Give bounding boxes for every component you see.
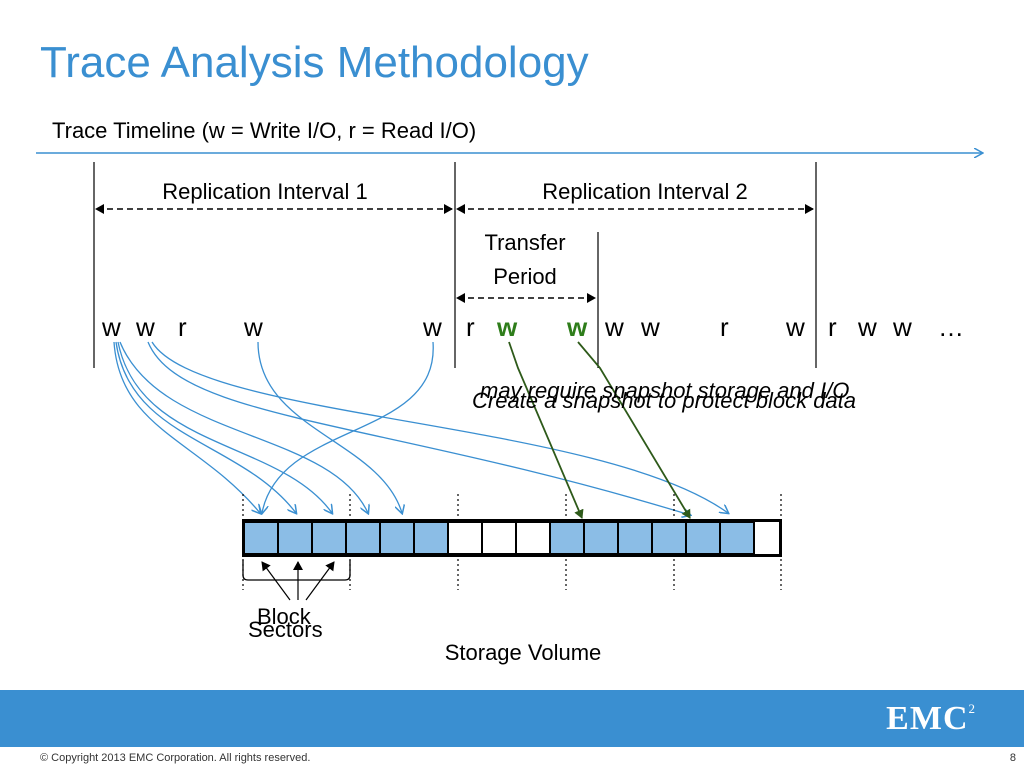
- page-number: 8: [1009, 752, 1016, 764]
- snapshot-note-1: may require snapshot storage and I/O: [480, 378, 850, 403]
- emc-logo: EMC2: [886, 700, 976, 737]
- io-curve: [119, 341, 368, 513]
- storage-volume-outline: [242, 519, 782, 557]
- transfer-label-2: Period: [493, 264, 557, 289]
- write-io: w: [858, 312, 877, 342]
- write-io: w: [605, 312, 624, 342]
- io-curve: [115, 341, 296, 513]
- write-io: w: [423, 312, 442, 342]
- snapshot-note-2: Create a snapshot to protect block data: [472, 388, 857, 413]
- interval-2-label: Replication Interval 2: [542, 179, 748, 204]
- read-io: r: [720, 312, 729, 342]
- write-io: w: [497, 312, 518, 342]
- sector-cell: [719, 521, 755, 555]
- block-bracket: [242, 560, 351, 581]
- copyright: © Copyright 2013 EMC Corporation. All ri…: [40, 752, 311, 764]
- transfer-label-1: Transfer: [484, 230, 566, 255]
- io-curve: [257, 341, 402, 513]
- sector-pointer: [305, 561, 335, 601]
- write-io: w: [893, 312, 912, 342]
- sector-pointer: [261, 561, 291, 601]
- snapshot-arrow: [508, 341, 584, 519]
- io-curve: [113, 341, 260, 513]
- write-io: w: [136, 312, 155, 342]
- timeline-subtitle: Trace Timeline (w = Write I/O, r = Read …: [52, 118, 477, 143]
- read-io: r: [828, 312, 837, 342]
- sector-cell: [549, 521, 585, 555]
- io-curve: [147, 341, 690, 515]
- slide-title: Trace Analysis Methodology: [40, 38, 589, 87]
- write-io: w: [102, 312, 121, 342]
- read-io: r: [466, 312, 475, 342]
- snapshot-arrow: [577, 341, 691, 519]
- io-curve: [262, 341, 434, 513]
- read-io: r: [178, 312, 187, 342]
- write-io: w: [641, 312, 660, 342]
- sector-cell: [447, 521, 483, 555]
- io-curve: [151, 341, 728, 513]
- io-curve: [117, 341, 332, 513]
- block-label: Block: [257, 604, 311, 629]
- io-ellipsis: …: [938, 312, 964, 342]
- write-io: w: [567, 312, 588, 342]
- storage-volume-label: Storage Volume: [444, 640, 602, 665]
- write-io: w: [244, 312, 263, 342]
- interval-1-label: Replication Interval 1: [162, 179, 368, 204]
- sectors-label: Sectors: [248, 617, 323, 642]
- write-io: w: [786, 312, 805, 342]
- footer-bar: [0, 690, 1024, 747]
